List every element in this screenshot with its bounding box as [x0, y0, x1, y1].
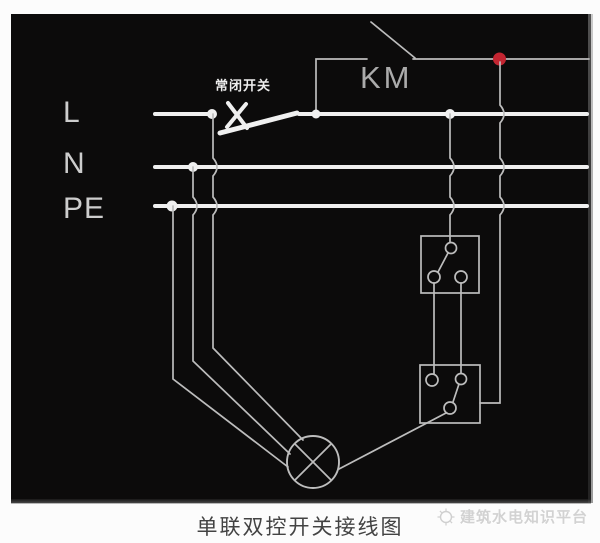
nc-switch-symbol [217, 101, 300, 136]
wire-pe-to-lamp [172, 205, 289, 468]
wire-red-drop [479, 61, 505, 404]
wire-n-to-lamp [192, 166, 291, 455]
nc-switch-label: 常闭开关 [215, 78, 272, 93]
diagram-caption: 单联双控开关接线图 [196, 516, 404, 539]
km-label: KM [360, 60, 413, 95]
watermark-logo-icon [437, 508, 455, 525]
km-contact-symbol [315, 21, 590, 113]
bus-label-n: N [63, 147, 86, 180]
wire-l-to-lamp [212, 113, 304, 441]
wire-switch2-to-lamp [338, 412, 447, 470]
junction-dots [166, 109, 455, 212]
red-junction-dot [493, 52, 506, 66]
lamp-symbol [286, 435, 340, 489]
watermark: 建筑水电知识平台 [436, 506, 588, 527]
switch-box-2 [419, 364, 481, 424]
panel-right-edge [588, 14, 593, 503]
panel-bottom-edge [11, 499, 591, 504]
diagram-panel [11, 14, 591, 503]
watermark-text: 建筑水电知识平台 [459, 509, 588, 526]
bus-label-l: L [63, 96, 81, 129]
switch-box-1 [420, 235, 480, 294]
bus-label-pe: PE [63, 192, 106, 225]
wire-l-to-switch1 [449, 113, 455, 243]
